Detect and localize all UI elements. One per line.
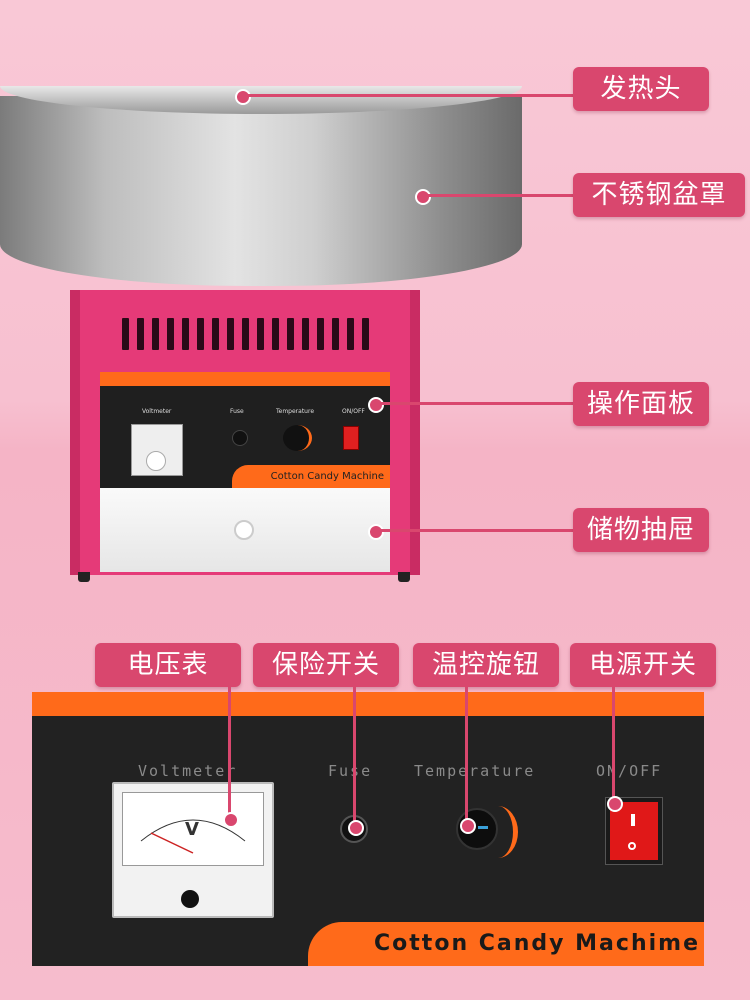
voltmeter-adjust-screw[interactable] [181, 890, 199, 908]
voltmeter-label: Voltmeter [142, 408, 172, 415]
vent-slot [332, 318, 339, 350]
callout-line [465, 687, 468, 823]
vent-slot [152, 318, 159, 350]
callout-line [353, 687, 356, 827]
closeup-fuse-label: Fuse [328, 762, 373, 780]
callout-dot [607, 796, 623, 812]
voltmeter: V [112, 782, 274, 918]
callout-dot [223, 812, 239, 828]
vent-slot [302, 318, 309, 350]
onoff-label: ON/OFF [342, 408, 365, 415]
callout-dot [460, 818, 476, 834]
label-heating-head: 发热头 [573, 67, 709, 111]
vent-slot [212, 318, 219, 350]
vent-slot [347, 318, 354, 350]
vent-slot [122, 318, 129, 350]
mini-temp-knob[interactable] [283, 425, 312, 451]
voltmeter-scale [140, 819, 246, 854]
drawer-knob[interactable] [234, 520, 254, 540]
callout-line [425, 194, 573, 197]
mini-fuse[interactable] [232, 430, 248, 446]
callout-dot [348, 820, 364, 836]
closeup-voltmeter-label: Voltmeter [138, 762, 238, 780]
steel-bowl [0, 96, 522, 286]
machine-photo: Voltmeter Fuse Temperature ON/OFF Cotton… [0, 86, 522, 582]
label-storage-drawer: 储物抽屉 [573, 508, 709, 552]
vent-slot [272, 318, 279, 350]
fuse-label: Fuse [230, 408, 244, 415]
closeup-temperature-label: Temperature [414, 762, 536, 780]
vent-slot [167, 318, 174, 350]
vent-slot [227, 318, 234, 350]
closeup-onoff-label: ON/OFF [596, 762, 663, 780]
vent-slot [287, 318, 294, 350]
callout-line [378, 402, 573, 405]
vent-slot [197, 318, 204, 350]
machine-foot [398, 572, 410, 582]
callout-dot [368, 397, 384, 413]
temperature-dial-arc [478, 806, 518, 858]
meter-unit: V [185, 819, 199, 840]
label-temp-knob: 温控旋钮 [413, 643, 559, 687]
callout-line [378, 529, 573, 532]
callout-line [245, 94, 573, 97]
vent-slot [182, 318, 189, 350]
vent-slot [362, 318, 369, 350]
label-steel-bowl: 不锈钢盆罩 [573, 173, 745, 217]
mini-voltmeter [131, 424, 183, 476]
callout-dot [235, 89, 251, 105]
vent-slot [257, 318, 264, 350]
machine-foot [78, 572, 90, 582]
label-voltmeter: 电压表 [95, 643, 241, 687]
vent-slot [242, 318, 249, 350]
callout-dot [415, 189, 431, 205]
label-power-switch: 电源开关 [570, 643, 716, 687]
mini-power-switch[interactable] [343, 426, 359, 450]
vent-slot [137, 318, 144, 350]
callout-dot [368, 524, 384, 540]
vent-slot [317, 318, 324, 350]
label-fuse-switch: 保险开关 [253, 643, 399, 687]
temperature-label: Temperature [276, 408, 315, 415]
voltmeter-face: V [122, 792, 264, 866]
callout-line [612, 687, 615, 803]
storage-drawer[interactable] [100, 488, 390, 572]
callout-line [228, 687, 231, 817]
label-control-panel: 操作面板 [573, 382, 709, 426]
brand-strip: Cotton Candy Machine [232, 465, 390, 488]
closeup-brand-strip: Cotton Candy Machime [308, 922, 704, 966]
